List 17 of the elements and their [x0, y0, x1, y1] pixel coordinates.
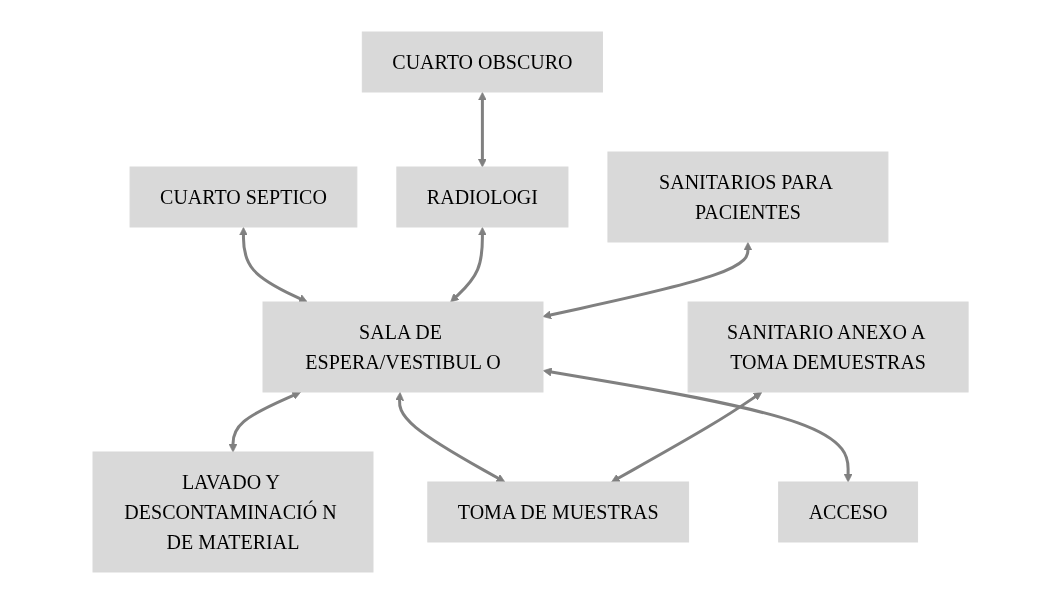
arrow [543, 242, 753, 320]
arrow [395, 392, 506, 483]
node-box: SALA DE ESPERA/VESTIBUL O [262, 301, 544, 393]
node-box: LAVADO Y DESCONTAMINACIÓ N DE MATERIAL [92, 451, 374, 573]
node-box: SANITARIOS PARA PACIENTES [607, 151, 889, 243]
arrow [478, 92, 488, 168]
node-box: TOMA DE MUESTRAS [427, 481, 690, 543]
node-box: CUARTO OBSCURO [362, 31, 604, 93]
arrow [229, 391, 302, 453]
node-box: SANITARIO ANEXO A TOMA DEMUESTRAS [688, 301, 970, 393]
arrow [450, 227, 488, 303]
node-box: RADIOLOGI [396, 166, 569, 228]
arrow [239, 227, 309, 303]
arrow [543, 367, 853, 483]
node-box: CUARTO SEPTICO [130, 166, 358, 228]
node-box: ACCESO [778, 481, 919, 543]
arrow [611, 391, 763, 483]
